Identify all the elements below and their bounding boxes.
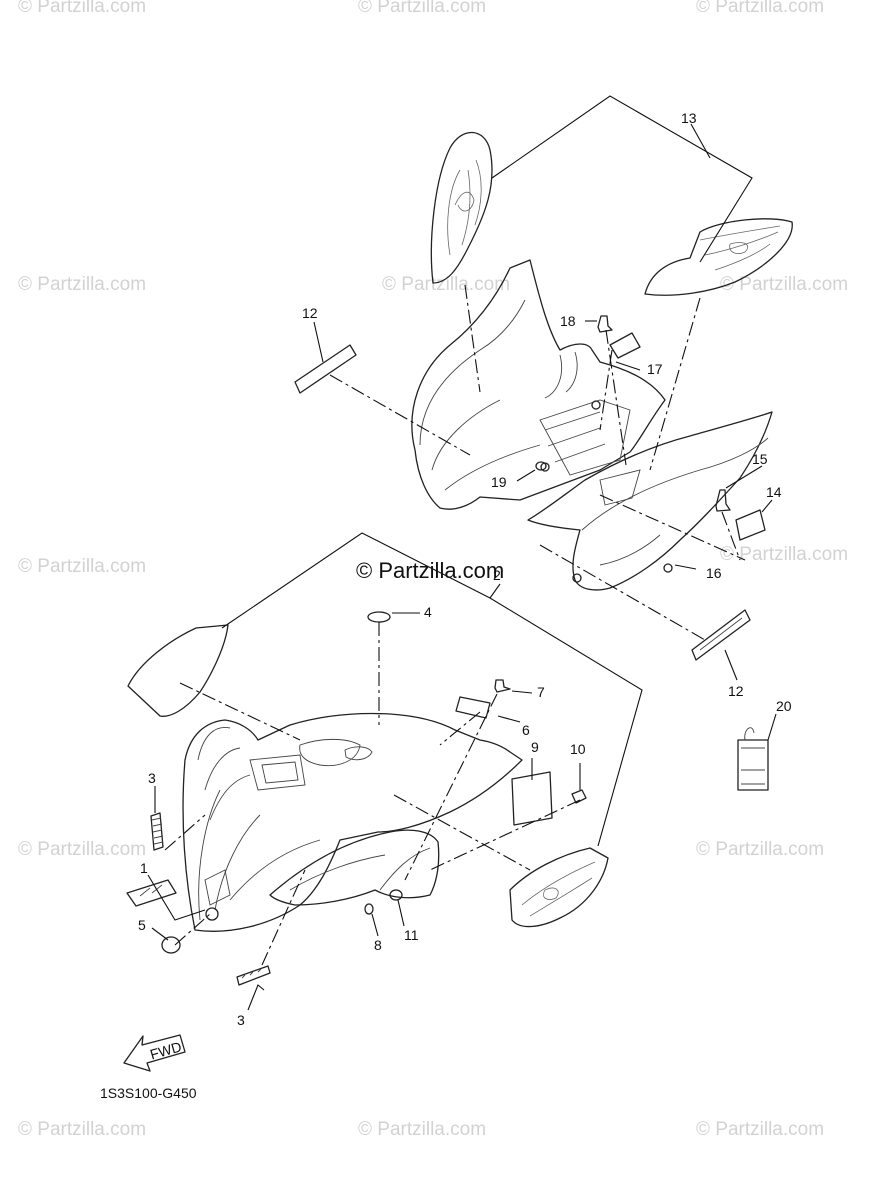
callout-9: 9	[531, 739, 539, 755]
rivet-7-icon	[494, 679, 511, 693]
callout-labels: 13 12 18 17 19 15 14 16 2 4 7 6 9 10 3 1…	[138, 110, 792, 1028]
rear-fender-side-panel	[269, 829, 440, 906]
cap-4-icon	[367, 611, 391, 623]
label-14	[735, 509, 766, 541]
callout-2: 2	[493, 567, 501, 583]
callout-18: 18	[560, 313, 576, 329]
watermark: © Partzilla.com	[18, 839, 146, 860]
callout-3-lower: 3	[237, 1012, 245, 1028]
callout-16: 16	[706, 565, 722, 581]
rear-fender-body	[182, 712, 523, 932]
callout-20: 20	[776, 698, 792, 714]
callout-3-upper: 3	[148, 770, 156, 786]
rear-fender-decal-right	[509, 847, 609, 928]
tag-20	[737, 727, 769, 791]
leader-lines	[147, 95, 777, 1011]
callout-13: 13	[681, 110, 697, 126]
reflector-3-upper	[150, 812, 164, 851]
callout-4: 4	[424, 604, 432, 620]
callout-8: 8	[374, 937, 382, 953]
callout-6: 6	[522, 722, 530, 738]
front-fender-assembly	[294, 131, 793, 791]
front-fender-small-parts	[540, 315, 766, 541]
watermark-layer: © Partzilla.com © Partzilla.com © Partzi…	[18, 0, 848, 1140]
rivet-15-icon	[715, 489, 731, 512]
label-17	[609, 332, 641, 359]
label-6	[455, 696, 491, 719]
callout-12-right: 12	[728, 683, 744, 699]
grommet-icon	[535, 461, 547, 471]
front-fender-decal-left	[430, 131, 493, 284]
callout-15: 15	[752, 451, 768, 467]
stripe-decal-upper	[294, 344, 357, 394]
bolt-10-icon	[571, 789, 587, 804]
callout-10: 10	[570, 741, 586, 757]
watermark: © Partzilla.com	[382, 274, 510, 295]
rear-fender-decal-right	[644, 218, 793, 296]
screw-icon	[663, 563, 673, 573]
watermark: © Partzilla.com	[18, 556, 146, 577]
rear-fender-decal-left	[127, 624, 229, 717]
watermark: © Partzilla.com	[18, 0, 146, 17]
callout-5: 5	[138, 917, 146, 933]
center-watermark: © Partzilla.com	[356, 558, 504, 583]
watermark: © Partzilla.com	[18, 1119, 146, 1140]
screw-8-icon	[364, 903, 374, 915]
emblem-1	[126, 879, 177, 907]
watermark: © Partzilla.com	[18, 274, 146, 295]
rivet-18-icon	[597, 315, 613, 333]
watermark: © Partzilla.com	[696, 1119, 824, 1140]
callout-1: 1	[140, 860, 148, 876]
watermark: © Partzilla.com	[358, 1119, 486, 1140]
clip-19-icon	[540, 462, 550, 472]
diagram-code: 1S3S100-G450	[100, 1085, 197, 1101]
stripe-decal-right	[691, 609, 751, 661]
callout-19: 19	[491, 474, 507, 490]
watermark: © Partzilla.com	[696, 839, 824, 860]
watermark: © Partzilla.com	[720, 544, 848, 565]
nut-11-icon	[389, 889, 403, 901]
watermark: © Partzilla.com	[358, 0, 486, 17]
watermark: © Partzilla.com	[720, 274, 848, 295]
cap-5-icon	[161, 936, 181, 954]
front-fender-body	[411, 259, 666, 510]
callout-7: 7	[537, 684, 545, 700]
callout-14: 14	[766, 484, 782, 500]
rear-fender-small-parts	[126, 611, 587, 986]
callout-17: 17	[647, 361, 663, 377]
callout-12: 12	[302, 305, 318, 321]
rear-fender-assembly	[126, 611, 609, 986]
plate-9	[511, 771, 553, 826]
callout-11: 11	[404, 927, 419, 943]
fwd-arrow-icon: FWD	[123, 1034, 186, 1072]
reflector-3-lower	[236, 965, 271, 986]
watermark: © Partzilla.com	[696, 0, 824, 17]
